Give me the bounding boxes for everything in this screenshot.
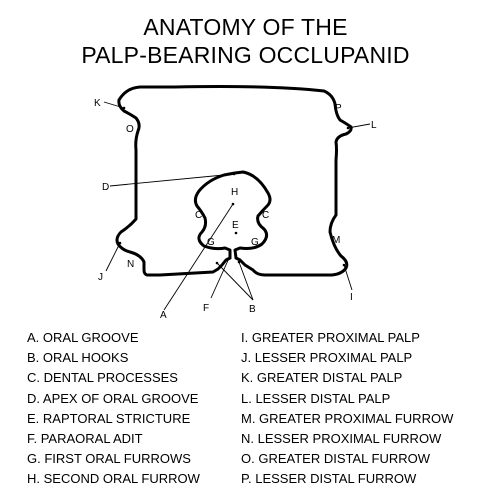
- label-I: I: [350, 292, 353, 303]
- label-F: F: [203, 303, 209, 314]
- legend-item-K: K. GREATER DISTAL PALP: [241, 370, 403, 386]
- label-B: B: [249, 304, 256, 315]
- leader-line-A: [163, 203, 234, 311]
- anchor-dot-K: [122, 106, 126, 110]
- legend-item-J: J. LESSER PROXIMAL PALP: [241, 350, 413, 366]
- label-P: P: [335, 103, 342, 114]
- anchor-dot-B2: [237, 260, 241, 264]
- label-N: N: [127, 259, 134, 270]
- anchor-dot-B1: [215, 261, 219, 265]
- oral-body-outline: [193, 170, 272, 260]
- legend-item-I: I. GREATER PROXIMAL PALP: [241, 330, 420, 345]
- leader-line-D: [109, 173, 235, 187]
- legend-left-column: A. ORAL GROOVE B. ORAL HOOKS C. DENTAL P…: [27, 328, 200, 490]
- leader-line-B2: [238, 261, 254, 301]
- legend-item-O: O. GREATER DISTAL FURROW: [241, 451, 430, 467]
- legend-item-F: F. PARAORAL ADIT: [27, 430, 143, 446]
- label-M: M: [332, 235, 340, 246]
- label-L: L: [371, 120, 377, 131]
- label-J: J: [98, 272, 103, 283]
- occlupanid-diagram: A B C C D E F G G H I J K L M N O P: [94, 85, 377, 320]
- legend-item-P: P. LESSER DISTAL FURROW: [241, 471, 417, 487]
- legend-item-H: H. SECOND ORAL FURROW: [27, 471, 200, 487]
- label-D: D: [102, 182, 109, 193]
- leader-line-K: [103, 101, 125, 109]
- legend-item-E: E. RAPTORAL STRICTURE: [27, 410, 191, 426]
- label-A: A: [160, 310, 167, 320]
- legend-item-G: G. FIRST ORAL FURROWS: [27, 451, 191, 467]
- label-G-left: G: [207, 237, 215, 248]
- anchor-dot-I: [342, 263, 346, 267]
- legend-item-L: L. LESSER DISTAL PALP: [241, 390, 391, 406]
- anchor-dot-E: [234, 231, 238, 235]
- legend-item-N: N. LESSER PROXIMAL FURROW: [241, 430, 442, 446]
- legend-item-B: B. ORAL HOOKS: [27, 350, 129, 366]
- label-K: K: [94, 98, 101, 109]
- diagram-title-line-2: PALP-BEARING OCCLUPANID: [81, 42, 410, 68]
- anchor-dot-A: [231, 202, 235, 206]
- label-E: E: [232, 220, 239, 231]
- occlupanid-outline: [115, 85, 353, 277]
- label-O: O: [126, 124, 134, 135]
- leader-line-F: [210, 255, 231, 299]
- anchor-dot-L: [346, 126, 350, 130]
- leader-line-L: [347, 123, 371, 129]
- leader-line-J: [105, 242, 121, 272]
- label-H: H: [231, 187, 238, 198]
- legend-item-M: M. GREATER PROXIMAL FURROW: [241, 410, 454, 426]
- diagram-title-line-1: ANATOMY OF THE: [143, 14, 348, 40]
- label-C-right: C: [262, 210, 269, 221]
- legend-right-column: I. GREATER PROXIMAL PALP J. LESSER PROXI…: [241, 328, 453, 490]
- leader-line-I: [343, 264, 353, 291]
- anchor-dot-J: [118, 241, 122, 245]
- label-C-left: C: [195, 210, 202, 221]
- legend-item-C: C. DENTAL PROCESSES: [27, 370, 178, 386]
- label-G-right: G: [251, 237, 259, 248]
- leader-line-B1: [216, 262, 254, 301]
- legend-item-D: D. APEX OF ORAL GROOVE: [27, 390, 199, 406]
- anchor-dot-D: [232, 172, 236, 176]
- legend-item-A: A. ORAL GROOVE: [27, 330, 139, 345]
